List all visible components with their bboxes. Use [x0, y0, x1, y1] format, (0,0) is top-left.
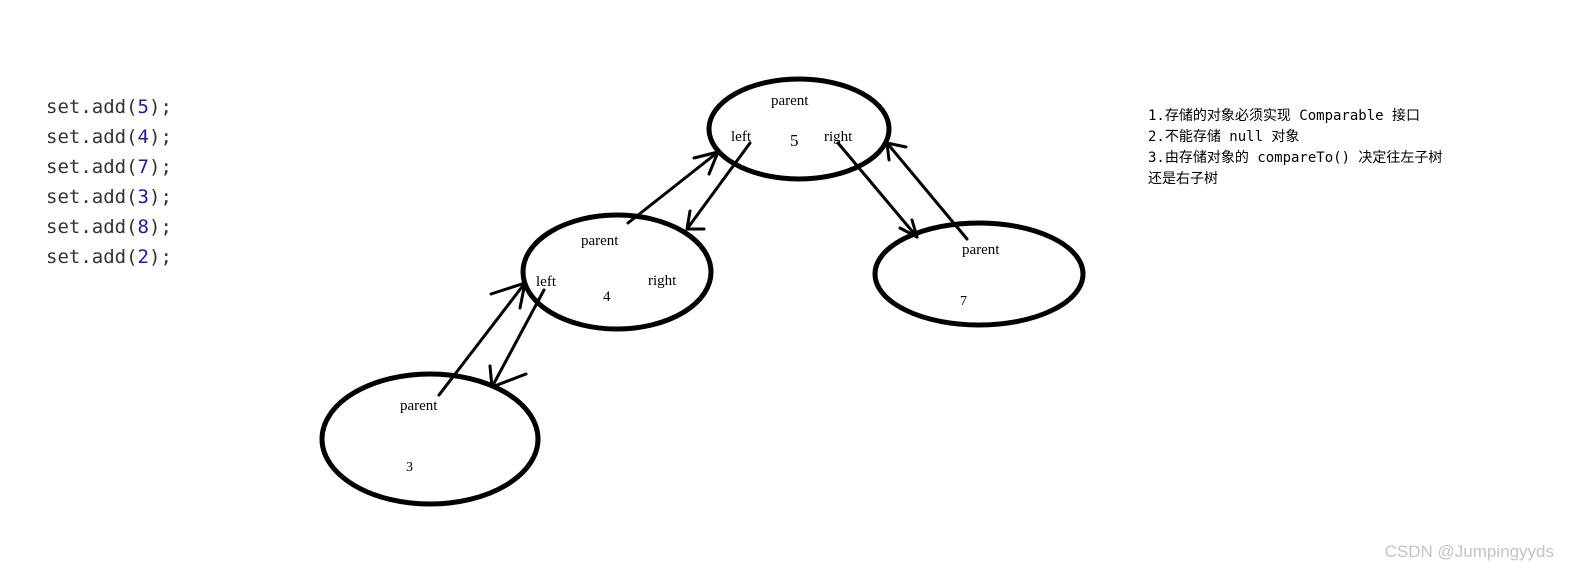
code-arg: 8 — [137, 216, 149, 238]
node-5-ellipse — [706, 76, 892, 182]
node-3-value: 3 — [406, 460, 413, 475]
arrow-line-4-to-5-parent — [626, 150, 720, 225]
notes-block: 1.存储的对象必须实现 Comparable 接口 2.不能存储 null 对象… — [1148, 106, 1442, 190]
arrow-head-4-left-to-3 — [488, 364, 528, 389]
code-arg: 2 — [137, 246, 149, 268]
arrow-head-5-left-to-4 — [685, 209, 706, 231]
node-7: parent 7 — [872, 220, 1086, 328]
node-5: parent left 5 right — [706, 76, 892, 182]
node-4-right-label: right — [648, 273, 677, 289]
node-7-ellipse — [872, 220, 1086, 328]
code-arg: 5 — [137, 96, 149, 118]
note-line: 3.由存储对象的 compareTo() 决定往左子树 — [1148, 150, 1443, 166]
arrow-head-5-right-to-7 — [898, 218, 919, 239]
arrow-line-3-to-4-parent — [437, 281, 527, 397]
code-arg: 4 — [137, 126, 149, 148]
node-7-parent-label: parent — [962, 242, 1000, 258]
node-7-value: 7 — [960, 294, 967, 309]
note-line: 1.存储的对象必须实现 Comparable 接口 — [1148, 108, 1421, 124]
note-line: 2.不能存储 null 对象 — [1148, 129, 1300, 145]
node-5-parent-label: parent — [771, 93, 809, 109]
node-3-ellipse — [319, 371, 541, 507]
node-4: parent left 4 right — [520, 212, 714, 332]
arrow-line-4-left-to-3 — [490, 288, 546, 389]
node-5-value: 5 — [790, 131, 799, 150]
code-line: set.add(8); — [46, 216, 172, 238]
code-arg: 3 — [137, 186, 149, 208]
arrow-line-5-left-to-4 — [685, 141, 752, 231]
arrow-line-7-to-5-parent — [885, 141, 969, 241]
arrow-line-5-right-to-7 — [836, 141, 919, 239]
code-line: set.add(5); — [46, 96, 172, 118]
code-line: set.add(3); — [46, 186, 172, 208]
arrow-head-7-to-5-parent — [885, 141, 908, 162]
node-4-left-label: left — [536, 274, 557, 290]
note-line: 还是右子树 — [1148, 171, 1218, 187]
node-4-parent-label: parent — [581, 233, 619, 249]
code-line: set.add(7); — [46, 156, 172, 178]
arrow-head-4-to-5-parent — [692, 150, 720, 176]
node-4-value: 4 — [603, 289, 611, 305]
node-3: parent 3 — [319, 371, 541, 507]
code-arg: 7 — [137, 156, 149, 178]
code-line: set.add(4); — [46, 126, 172, 148]
watermark: CSDN @Jumpingyyds — [1384, 542, 1554, 561]
code-line: set.add(2); — [46, 246, 172, 268]
node-4-ellipse — [520, 212, 714, 332]
arrow-head-3-to-4-parent — [489, 281, 527, 310]
node-5-right-label: right — [824, 129, 853, 145]
code-block: set.add(5); set.add(4); set.add(7); set.… — [46, 92, 172, 272]
node-5-left-label: left — [731, 129, 752, 145]
node-3-parent-label: parent — [400, 398, 438, 414]
